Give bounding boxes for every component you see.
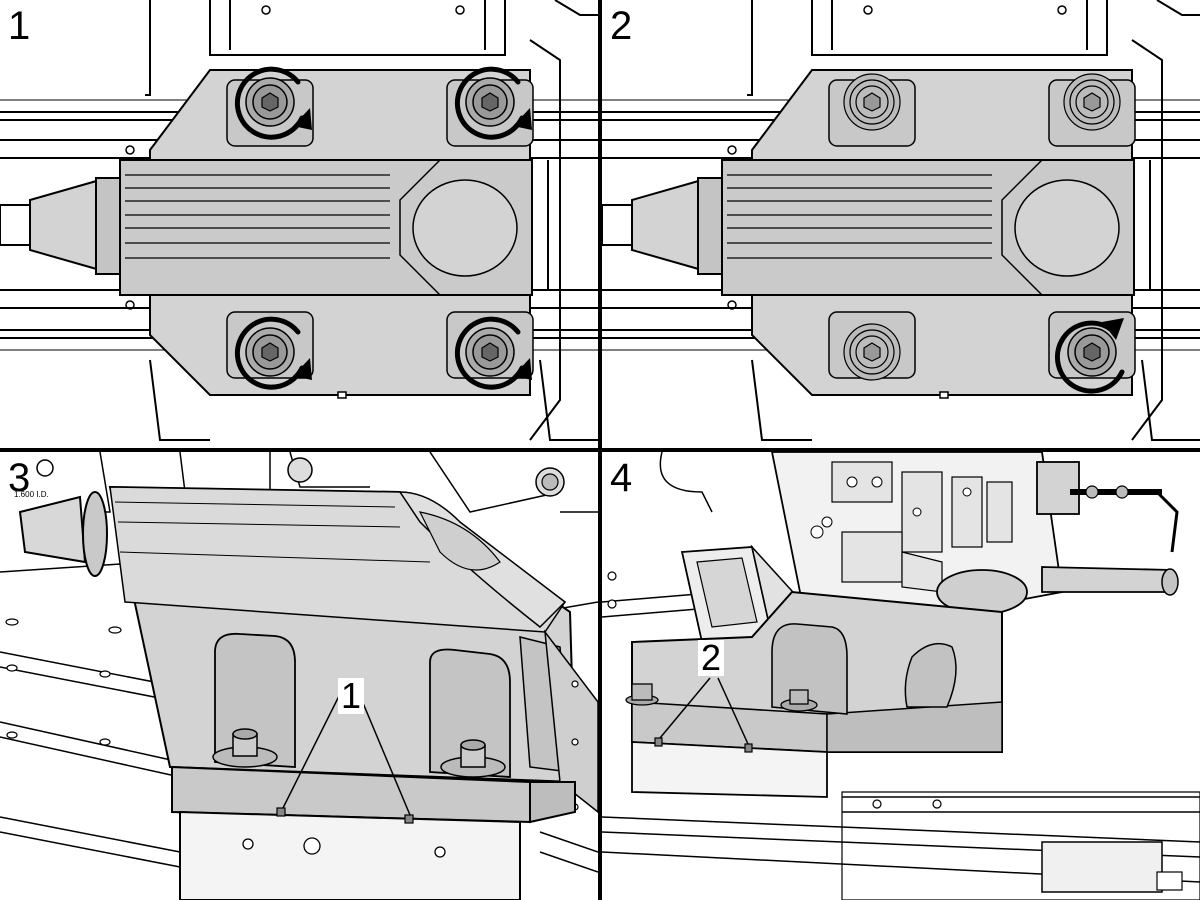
- panel-step-4: 4 2: [602, 452, 1200, 900]
- panel-step-2: 2: [602, 0, 1200, 448]
- tailstock-top-view-loosen: [0, 0, 598, 441]
- callout-label: 1: [338, 678, 365, 714]
- step-number: 4: [610, 456, 633, 500]
- tailstock-side-view-turret: [602, 452, 1200, 900]
- callout-label: 2: [698, 640, 725, 676]
- socket-head-bolt-icon: [843, 73, 1121, 381]
- tailstock-top-view-tighten: [602, 0, 1200, 441]
- rotate-clockwise-arrow-icon: [234, 66, 525, 390]
- socket-head-bolt-icon: [625, 683, 818, 712]
- horizontal-divider: [0, 448, 1200, 452]
- tailstock-angled-view: [0, 452, 598, 900]
- fine-print: 1.600 I.D.: [14, 490, 49, 499]
- step-number: 2: [610, 4, 633, 48]
- socket-head-bolt-icon: [212, 728, 506, 778]
- panel-step-3: 3 1 1.600 I.D.: [0, 452, 598, 900]
- panel-step-1: 1: [0, 0, 598, 448]
- step-number: 1: [8, 4, 31, 48]
- step-number: 3: [8, 456, 31, 500]
- rotate-clockwise-arrow-icon: [1054, 318, 1125, 394]
- socket-head-bolt-icon: [245, 77, 515, 377]
